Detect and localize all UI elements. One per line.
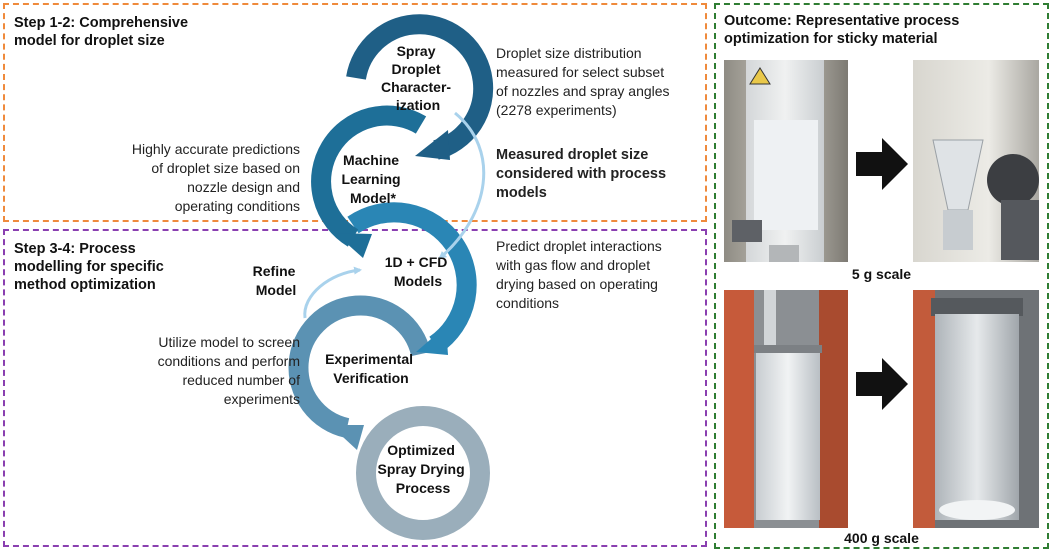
arrow-head	[415, 130, 450, 160]
desc-line: Measured droplet size	[496, 147, 649, 163]
screen-conditions-description: Utilize model to screen conditions and p…	[100, 333, 300, 409]
scale-label-400g: 400 g scale	[844, 530, 919, 546]
cfd-models-label: 1D + CFD Models	[385, 254, 452, 289]
photo-5g-before	[724, 60, 848, 262]
desc-line: considered with process	[496, 166, 667, 182]
machine-learning-label: Machine Learning Model*	[341, 152, 404, 206]
desc-line: Utilize model to screen	[158, 334, 300, 350]
photo-400g-after	[913, 290, 1039, 528]
desc-line: Predict droplet interactions	[496, 238, 662, 254]
predict-interactions-description: Predict droplet interactions with gas fl…	[496, 237, 706, 313]
desc-line: measured for select subset	[496, 64, 665, 80]
desc-line: of nozzles and spray angles	[496, 83, 670, 99]
desc-line: of droplet size based on	[151, 160, 300, 176]
measured-droplet-arrow	[438, 111, 486, 260]
before-after-arrow-400g	[856, 358, 908, 410]
label-line: Droplet	[392, 61, 441, 77]
label-line: Learning	[341, 171, 400, 187]
optimized-process-node	[356, 406, 490, 540]
outcome-title-line1: Outcome: Representative process	[724, 13, 960, 29]
label-line: Verification	[333, 370, 408, 386]
spray-characterization-label: Spray Droplet Character- ization	[381, 43, 455, 113]
desc-line: conditions	[496, 295, 560, 311]
arrow-head	[335, 233, 372, 258]
label-line: Experimental	[325, 351, 413, 367]
label-line: Machine	[343, 152, 399, 168]
outcome-title: Outcome: Representative process optimiza…	[724, 12, 1044, 48]
label-line: Spray	[397, 43, 436, 59]
desc-line: (2278 experiments)	[496, 102, 617, 118]
label-line: ization	[396, 97, 440, 113]
step12-title: Step 1-2: Comprehensive model for drople…	[14, 14, 188, 50]
desc-line: Highly accurate predictions	[131, 141, 300, 157]
refine-model-arrow	[303, 266, 362, 319]
optimized-process-label: Optimized Spray Drying Process	[377, 442, 468, 496]
desc-line: reduced number of	[182, 372, 300, 388]
arrow-head	[330, 425, 364, 450]
label-line: Process	[396, 480, 451, 496]
label-line: Model*	[350, 190, 396, 206]
arrow-head	[416, 326, 448, 355]
ml-predictions-description: Highly accurate predictions of droplet s…	[100, 140, 300, 216]
machine-learning-node	[311, 105, 427, 258]
step34-title-line1: Step 3-4: Process	[14, 241, 136, 257]
label-line: Models	[394, 273, 442, 289]
label-line: Refine	[253, 263, 296, 279]
label-line: Spray Drying	[377, 461, 464, 477]
photo-5g-after	[913, 60, 1039, 262]
label-line: Model	[256, 282, 296, 298]
outcome-title-line2: optimization for sticky material	[724, 31, 938, 47]
step12-title-line2: model for droplet size	[14, 33, 165, 49]
desc-line: drying based on operating	[496, 276, 658, 292]
refine-model-label: Refine Model	[253, 263, 300, 298]
measured-droplet-description: Measured droplet size considered with pr…	[496, 146, 706, 203]
experimental-verification-node	[288, 295, 431, 450]
step34-title: Step 3-4: Process modelling for specific…	[14, 240, 164, 294]
label-line: 1D + CFD	[385, 254, 448, 270]
desc-line: with gas flow and droplet	[496, 257, 651, 273]
outcome-section-box	[714, 3, 1049, 549]
step34-title-line2: modelling for specific	[14, 259, 164, 275]
before-after-arrow-5g	[856, 138, 908, 190]
desc-line: Droplet size distribution	[496, 45, 642, 61]
scale-label-5g: 5 g scale	[851, 266, 912, 282]
desc-line: models	[496, 185, 547, 201]
label-line: Optimized	[387, 442, 455, 458]
step34-title-line3: method optimization	[14, 277, 156, 293]
droplet-distribution-description: Droplet size distribution measured for s…	[496, 44, 706, 120]
desc-line: operating conditions	[174, 198, 300, 214]
desc-line: conditions and perform	[157, 353, 300, 369]
photo-400g-before	[724, 290, 848, 528]
experimental-verification-label: Experimental Verification	[325, 351, 417, 386]
desc-line: nozzle design and	[187, 179, 300, 195]
label-line: Character-	[381, 79, 451, 95]
desc-line: experiments	[223, 391, 300, 407]
step12-title-line1: Step 1-2: Comprehensive	[14, 15, 189, 31]
